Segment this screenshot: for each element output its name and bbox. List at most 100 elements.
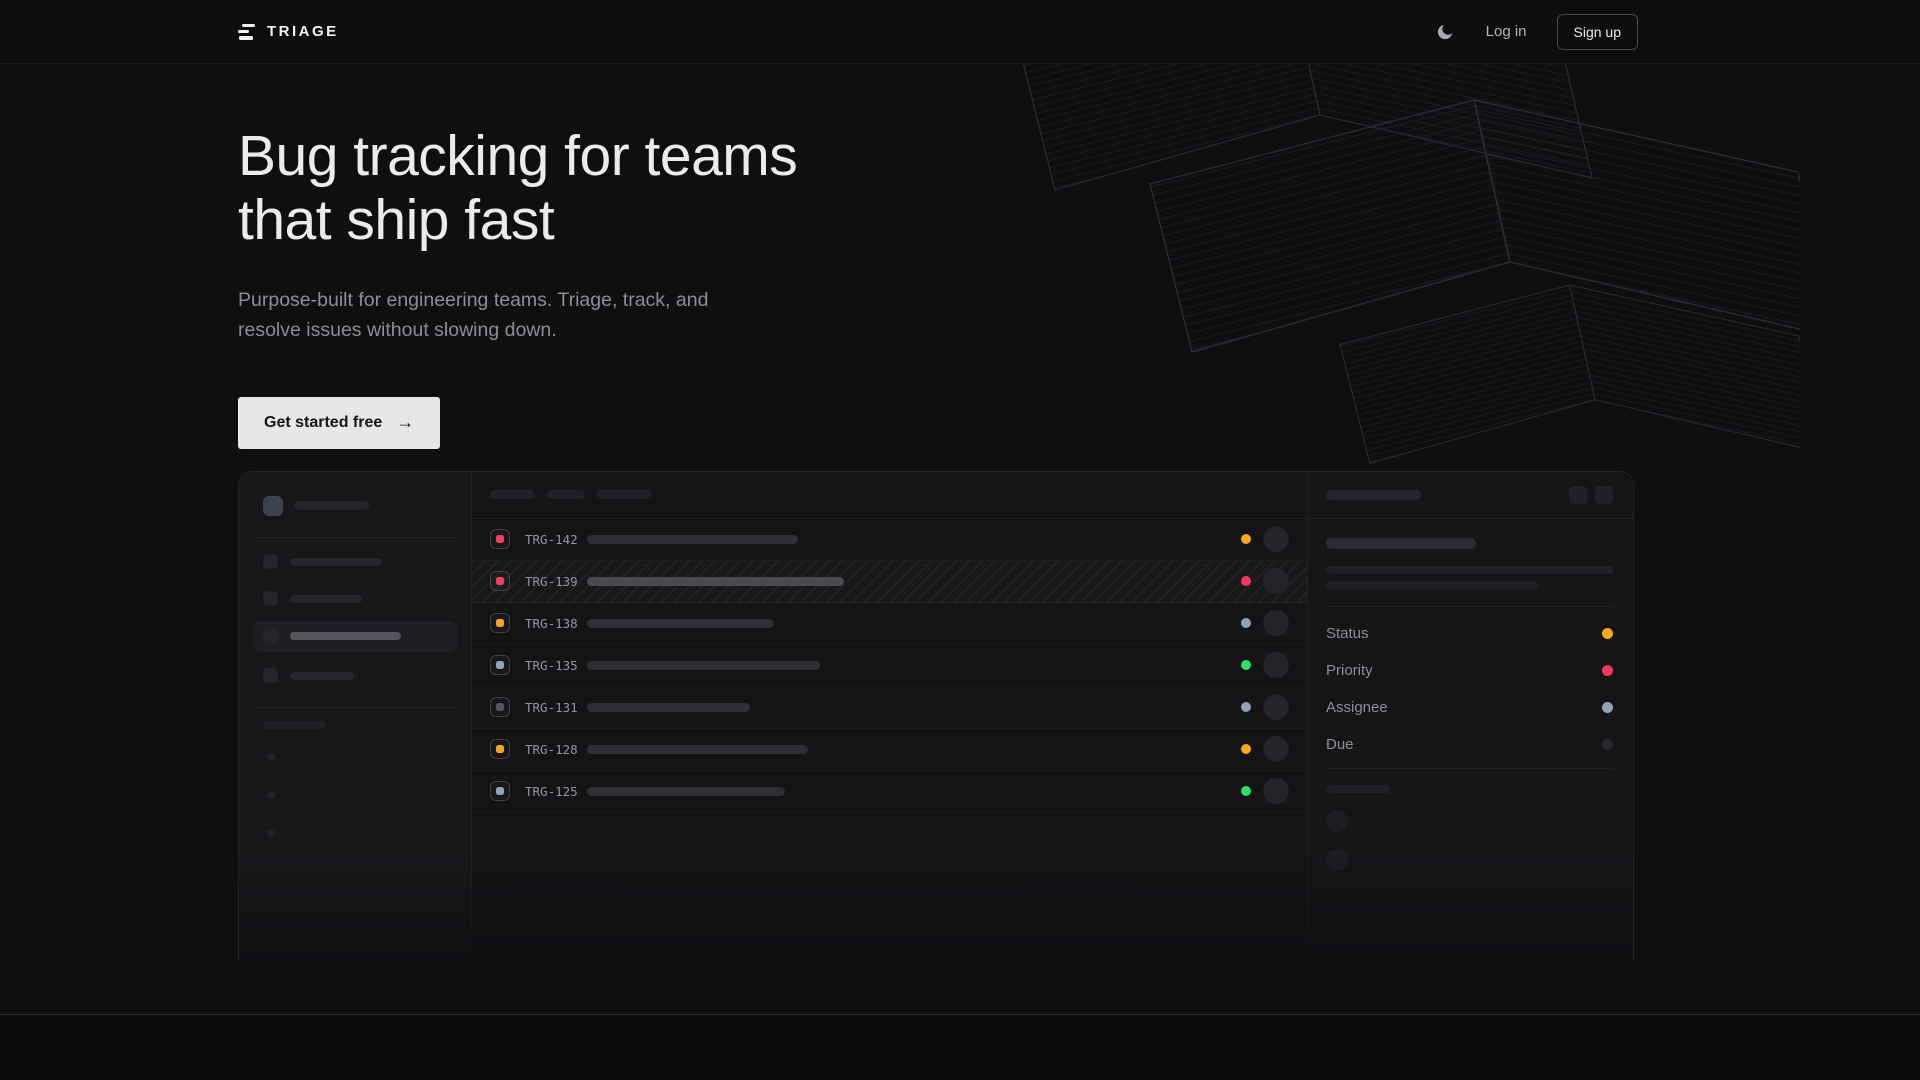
- issue-title-placeholder: [587, 618, 774, 628]
- activity-label-placeholder: [1326, 784, 1391, 793]
- issue-avatar: [1263, 778, 1289, 805]
- issue-type-icon: [490, 697, 510, 718]
- issue-type-icon: [490, 781, 510, 802]
- workspace-name-placeholder: [294, 501, 369, 511]
- issue-row: TRG-128: [472, 729, 1307, 771]
- top-nav: TRIAGE Log in Sign up: [0, 0, 1920, 64]
- issue-type-icon: [490, 571, 510, 592]
- section-label-placeholder: [263, 720, 326, 729]
- brand-logo[interactable]: TRIAGE: [238, 23, 339, 40]
- divider: [253, 536, 457, 538]
- issue-type-icon: [490, 613, 510, 634]
- get-started-button[interactable]: Get started free →: [238, 396, 441, 449]
- filter-pill-placeholder: [597, 490, 651, 500]
- issue-title-placeholder: [587, 534, 798, 544]
- hero-title: Bug tracking for teams that ship fast: [238, 124, 798, 253]
- detail-title-placeholder: [1326, 537, 1476, 549]
- issue-type-icon: [490, 655, 510, 676]
- field-value-dot: [1602, 738, 1613, 750]
- field-label: Status: [1326, 624, 1369, 642]
- detail-header: [1308, 472, 1633, 519]
- issue-type-icon: [490, 739, 510, 760]
- issue-status-dot: [1241, 618, 1251, 629]
- field-label: Priority: [1326, 661, 1373, 679]
- mockup-nav-item: [253, 586, 457, 612]
- detail-action-placeholder: [1595, 485, 1613, 504]
- detail-field-row: Due: [1326, 726, 1613, 763]
- field-label: Assignee: [1326, 698, 1388, 716]
- footer: [0, 1014, 1920, 1080]
- theme-toggle-button[interactable]: [1434, 21, 1456, 43]
- issue-id: TRG-135: [525, 657, 578, 673]
- filter-pill-placeholder: [547, 490, 585, 500]
- issue-title-placeholder: [587, 744, 808, 754]
- issue-avatar: [1263, 568, 1289, 595]
- detail-description-placeholder: [1326, 580, 1538, 589]
- issue-avatar: [1263, 610, 1289, 637]
- issue-title-placeholder: [587, 786, 785, 796]
- issue-avatar: [1263, 736, 1289, 763]
- nav-item-icon: [263, 628, 278, 644]
- issue-avatar: [1263, 694, 1289, 721]
- issue-row: TRG-131: [472, 687, 1307, 729]
- divider: [253, 706, 457, 708]
- comment-avatar-placeholder: [1326, 848, 1348, 871]
- issue-id: TRG-128: [525, 741, 578, 757]
- issue-id: TRG-139: [525, 573, 578, 589]
- issue-avatar: [1263, 652, 1289, 679]
- mockup-nav-item: [253, 663, 457, 689]
- mockup-list-header: [472, 472, 1307, 519]
- nav-item-icon: [263, 554, 278, 570]
- issue-status-dot: [1241, 702, 1251, 713]
- nav-item-placeholder: [290, 557, 382, 566]
- issue-type-icon: [490, 529, 510, 550]
- nav-item-placeholder: [290, 671, 354, 680]
- issue-status-dot: [1241, 576, 1251, 587]
- detail-action-placeholder: [1569, 485, 1587, 504]
- nav-item-placeholder: [290, 632, 401, 641]
- issue-status-dot: [1241, 660, 1251, 671]
- issue-id: TRG-125: [525, 783, 578, 799]
- triage-logo-icon: [238, 23, 256, 40]
- issue-row: TRG-139: [472, 560, 1307, 603]
- field-value-dot: [1602, 664, 1613, 676]
- issue-status-dot: [1241, 786, 1251, 797]
- filter-pill-placeholder: [490, 490, 535, 500]
- moon-icon: [1437, 24, 1452, 39]
- brand-name: TRIAGE: [267, 23, 339, 40]
- detail-description-placeholder: [1326, 565, 1614, 574]
- workspace-icon: [263, 495, 283, 516]
- mockup-workspace-row: [253, 495, 457, 516]
- nav-item-placeholder: [290, 594, 362, 603]
- divider: [1326, 605, 1613, 607]
- arrow-right-icon: →: [396, 412, 415, 433]
- login-link[interactable]: Log in: [1485, 23, 1527, 40]
- issue-status-dot: [1241, 744, 1251, 755]
- detail-field-row: Status: [1326, 615, 1613, 652]
- issue-row: TRG-142: [472, 519, 1307, 561]
- issue-id: TRG-142: [525, 531, 578, 547]
- issue-title-placeholder: [587, 702, 750, 712]
- signup-button[interactable]: Sign up: [1556, 13, 1638, 50]
- issue-row: TRG-125: [472, 771, 1307, 813]
- hero-section: Bug tracking for teams that ship fast Pu…: [238, 124, 1638, 449]
- issue-id: TRG-131: [525, 699, 578, 715]
- sidebar-dot-placeholder: [267, 752, 275, 761]
- nav-item-icon: [263, 591, 278, 607]
- sidebar-dot-placeholder: [267, 828, 275, 837]
- issue-title-placeholder: [587, 576, 844, 586]
- field-label: Due: [1326, 735, 1354, 753]
- nav-item-icon: [263, 668, 278, 684]
- detail-header-placeholder: [1326, 489, 1421, 500]
- issue-row: TRG-138: [472, 603, 1307, 645]
- field-value-dot: [1602, 627, 1613, 639]
- comment-avatar-placeholder: [1326, 809, 1348, 832]
- issue-row: TRG-135: [472, 645, 1307, 687]
- mockup-nav-item-active: [253, 620, 457, 652]
- mockup-nav-item: [253, 549, 457, 575]
- issue-status-dot: [1241, 534, 1251, 545]
- mockup-sidebar: [239, 471, 472, 961]
- hero-subtitle: Purpose-built for engineering teams. Tri…: [238, 288, 709, 341]
